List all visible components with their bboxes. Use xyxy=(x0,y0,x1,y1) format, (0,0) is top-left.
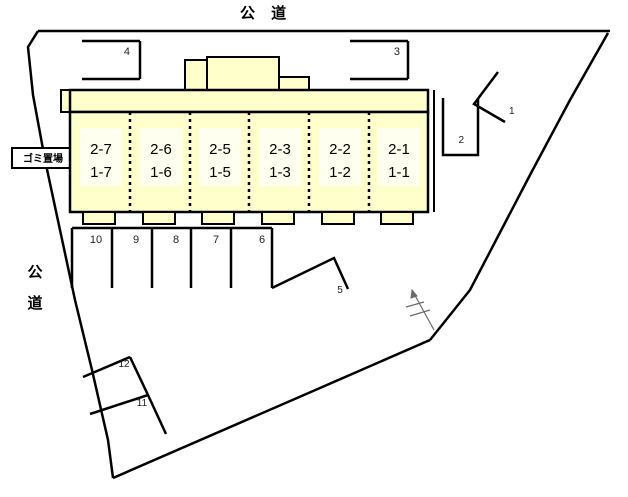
unit-plate-bg-5 xyxy=(319,128,361,186)
unit-label-lower-4: 1-3 xyxy=(269,164,291,181)
parking-stall-2-outline xyxy=(441,98,480,157)
unit-plate-bg-4 xyxy=(259,128,301,186)
north-arrow-head xyxy=(410,288,418,299)
parking-stall-12[interactable]: 12 xyxy=(118,359,130,370)
parking-stall-4[interactable]: 4 xyxy=(82,39,142,81)
parking-stall-1-label: 1 xyxy=(509,106,515,117)
unit-block-2-7[interactable]: 2-7 1-7 xyxy=(90,141,112,181)
boundary-west-edge xyxy=(26,30,115,479)
unit-label-lower-1: 1-7 xyxy=(90,164,112,181)
unit-label-lower-6: 1-1 xyxy=(388,164,410,181)
entrance-porch-1 xyxy=(82,211,116,225)
parking-divider-12-11 xyxy=(89,393,149,416)
entrance-porch-6 xyxy=(380,211,414,225)
parking-stall-7[interactable]: 7 xyxy=(213,234,219,246)
roof-projection-left xyxy=(184,59,208,93)
parking-stall-2-label: 2 xyxy=(458,135,464,146)
unit-plate-bg-1 xyxy=(80,128,122,186)
unit-label-upper-4: 2-3 xyxy=(269,141,291,158)
boundary-east-diagonal xyxy=(429,32,610,341)
parking-stall-1-outline xyxy=(472,71,506,124)
north-arrow-cross-lower xyxy=(409,309,431,317)
road-label-left-char2: 道 xyxy=(27,294,42,312)
parking-stall-5-label: 5 xyxy=(337,285,343,296)
waste-collection-area: ゴミ置場 xyxy=(11,147,75,169)
unit-plate-bg-6 xyxy=(378,128,420,186)
parking-angled-group: 12 11 xyxy=(82,355,168,448)
unit-block-2-6[interactable]: 2-6 1-6 xyxy=(150,141,172,181)
entrance-porch-3 xyxy=(201,211,235,225)
parking-stall-3-outline xyxy=(350,39,410,81)
unit-plate-bg-2 xyxy=(140,128,182,186)
parking-stall-8-label: 8 xyxy=(173,234,179,246)
boundary-south-edge xyxy=(112,338,431,480)
north-arrow-icon xyxy=(405,288,435,331)
parking-stall-9-label: 9 xyxy=(133,234,139,246)
entrance-porch-5 xyxy=(321,211,355,225)
unit-label-upper-2: 2-6 xyxy=(150,141,172,158)
unit-block-2-2[interactable]: 2-2 1-2 xyxy=(329,141,351,181)
parking-stall-5-outline xyxy=(271,256,350,290)
site-boundary xyxy=(26,29,610,480)
parking-stall-3-label: 3 xyxy=(394,46,400,58)
unit-label-lower-5: 1-2 xyxy=(329,164,351,181)
unit-plate-bg-3 xyxy=(199,128,241,186)
unit-label-upper-3: 2-5 xyxy=(209,141,231,158)
roof-projection-center xyxy=(206,56,280,93)
parking-stall-5[interactable]: 5 xyxy=(271,256,350,296)
parking-stall-6[interactable]: 6 xyxy=(259,234,265,246)
parking-stall-8[interactable]: 8 xyxy=(173,234,179,246)
parking-stall-7-label: 7 xyxy=(213,234,219,246)
parking-stall-12-top-line xyxy=(82,355,131,379)
entrance-porch-2 xyxy=(142,211,176,225)
parking-stall-9[interactable]: 9 xyxy=(133,234,139,246)
unit-label-upper-1: 2-7 xyxy=(90,141,112,158)
parking-stall-11-bottom-line xyxy=(103,434,166,448)
parking-stall-4-outline xyxy=(82,39,142,81)
unit-block-2-1[interactable]: 2-1 1-1 xyxy=(388,141,410,181)
parking-stall-11[interactable]: 11 xyxy=(137,398,148,409)
parking-stall-11-label: 11 xyxy=(137,398,148,409)
north-arrow-cross-upper xyxy=(405,301,425,308)
unit-label-lower-2: 1-6 xyxy=(150,164,172,181)
unit-label-lower-3: 1-5 xyxy=(209,164,231,181)
entrance-porch-4 xyxy=(261,211,295,225)
parking-stall-2[interactable]: 2 xyxy=(441,98,480,157)
unit-label-upper-6: 2-1 xyxy=(388,141,410,158)
parking-row-south: 10 9 8 7 6 xyxy=(70,226,274,288)
unit-block-2-5[interactable]: 2-5 1-5 xyxy=(209,141,231,181)
parking-stall-10[interactable]: 10 xyxy=(90,234,102,246)
apartment-building: 2-7 1-7 2-6 1-6 2-5 1-5 2-3 1-3 2-2 1-2 xyxy=(60,56,435,225)
parking-stall-10-label: 10 xyxy=(90,234,102,246)
parking-stall-1[interactable]: 1 xyxy=(472,71,515,124)
parking-stall-4-label: 4 xyxy=(124,46,130,58)
waste-area-label: ゴミ置場 xyxy=(23,152,63,165)
building-corridor-band xyxy=(68,88,430,114)
parking-stall-6-label: 6 xyxy=(259,234,265,246)
unit-block-2-3[interactable]: 2-3 1-3 xyxy=(269,141,291,181)
road-label-left-char1: 公 xyxy=(27,264,42,281)
parking-stall-3[interactable]: 3 xyxy=(350,39,410,81)
unit-label-upper-5: 2-2 xyxy=(329,141,351,158)
parking-stall-12-label: 12 xyxy=(118,359,130,370)
road-label-top: 公 道 xyxy=(240,4,292,22)
